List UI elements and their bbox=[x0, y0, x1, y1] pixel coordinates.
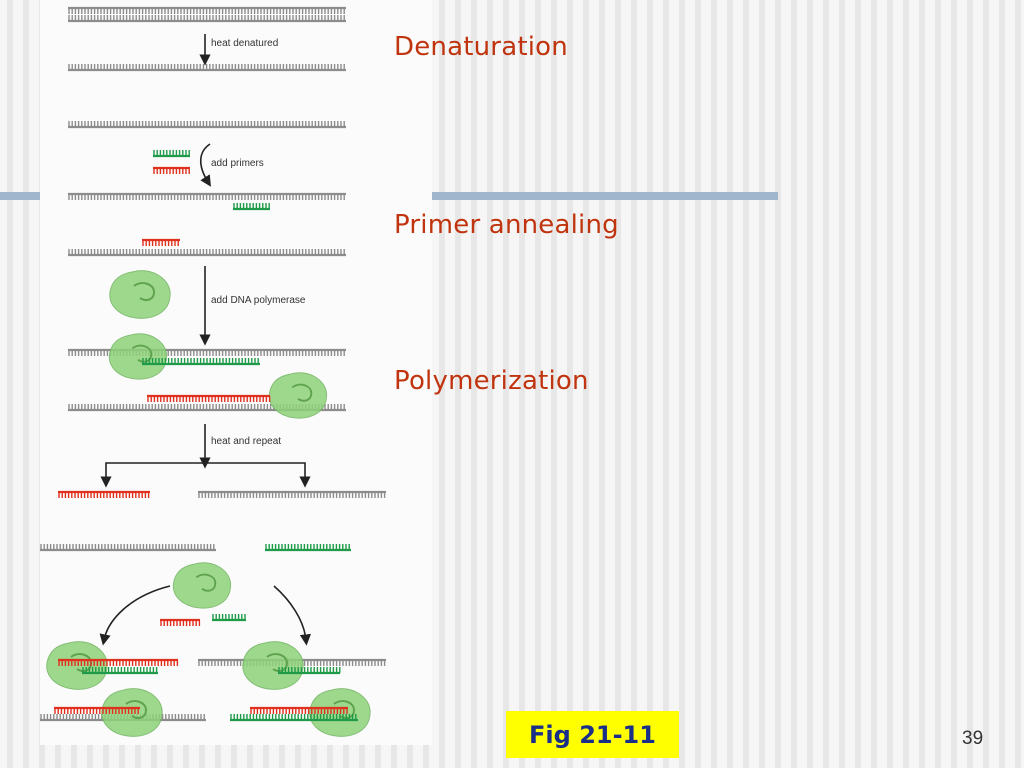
product-strand-green-2 bbox=[278, 667, 341, 675]
extended-strand-red bbox=[147, 394, 271, 402]
free-primer-red bbox=[153, 166, 190, 174]
extended-strand-green bbox=[142, 358, 260, 366]
double-helix-start-top bbox=[68, 6, 346, 14]
primers-layer bbox=[54, 150, 358, 722]
product-strand-green-1 bbox=[82, 667, 158, 675]
caption-heat-denatured: heat denatured bbox=[211, 38, 278, 49]
dna-polymerase-product-3 bbox=[242, 641, 304, 690]
dna-polymerase-bound-2 bbox=[268, 372, 327, 419]
dna-polymerase-cycle2 bbox=[172, 562, 231, 609]
caption-add-polymerase: add DNA polymerase bbox=[211, 295, 306, 306]
dna-polymerase-free bbox=[109, 270, 171, 319]
arrow-repeat-left bbox=[100, 462, 205, 488]
annealed-primer-red bbox=[142, 238, 180, 246]
pcr-diagram-svg: heat denatured add primers add DNA polym… bbox=[40, 6, 386, 737]
page-number: 39 bbox=[962, 728, 984, 749]
double-helix-start-bottom bbox=[68, 15, 346, 23]
product-strand-red-2 bbox=[54, 706, 140, 714]
template-strand-c bbox=[68, 249, 346, 257]
annealed-primer-green bbox=[233, 203, 270, 211]
arrow-cycle2-right bbox=[273, 585, 312, 646]
template-strand-g bbox=[40, 544, 216, 552]
single-strand-top bbox=[68, 64, 346, 72]
copy-strand-green bbox=[265, 544, 351, 552]
step-label-polymerization: Polymerization bbox=[394, 366, 589, 396]
pcr-diagram: heat denatured add primers add DNA polym… bbox=[40, 0, 432, 745]
dna-polymerase-layer bbox=[46, 270, 371, 737]
template-strand-f bbox=[198, 490, 386, 498]
free-primer-green bbox=[153, 150, 190, 158]
arrow-add-primers bbox=[199, 143, 211, 187]
step-label-primer-annealing: Primer annealing bbox=[394, 210, 619, 240]
arrow-repeat-right bbox=[205, 462, 311, 488]
dna-polymerase-bound-1 bbox=[108, 333, 167, 380]
primer-red-cycle2 bbox=[160, 618, 201, 626]
product-strand-red-1 bbox=[58, 658, 179, 666]
product-strand-green-3 bbox=[230, 714, 358, 722]
caption-add-primers: add primers bbox=[211, 158, 264, 169]
figure-label: Fig 21-11 bbox=[506, 711, 679, 758]
product-strand-red-3 bbox=[250, 706, 348, 714]
primer-green-cycle2 bbox=[212, 614, 246, 622]
template-strand-a bbox=[68, 121, 346, 129]
copy-strand-red bbox=[58, 490, 150, 498]
arrow-cycle2-left bbox=[99, 585, 171, 646]
process-arrows bbox=[99, 34, 312, 646]
caption-heat-and-repeat: heat and repeat bbox=[211, 436, 281, 447]
template-strand-b bbox=[68, 192, 346, 200]
step-label-denaturation: Denaturation bbox=[394, 32, 568, 62]
